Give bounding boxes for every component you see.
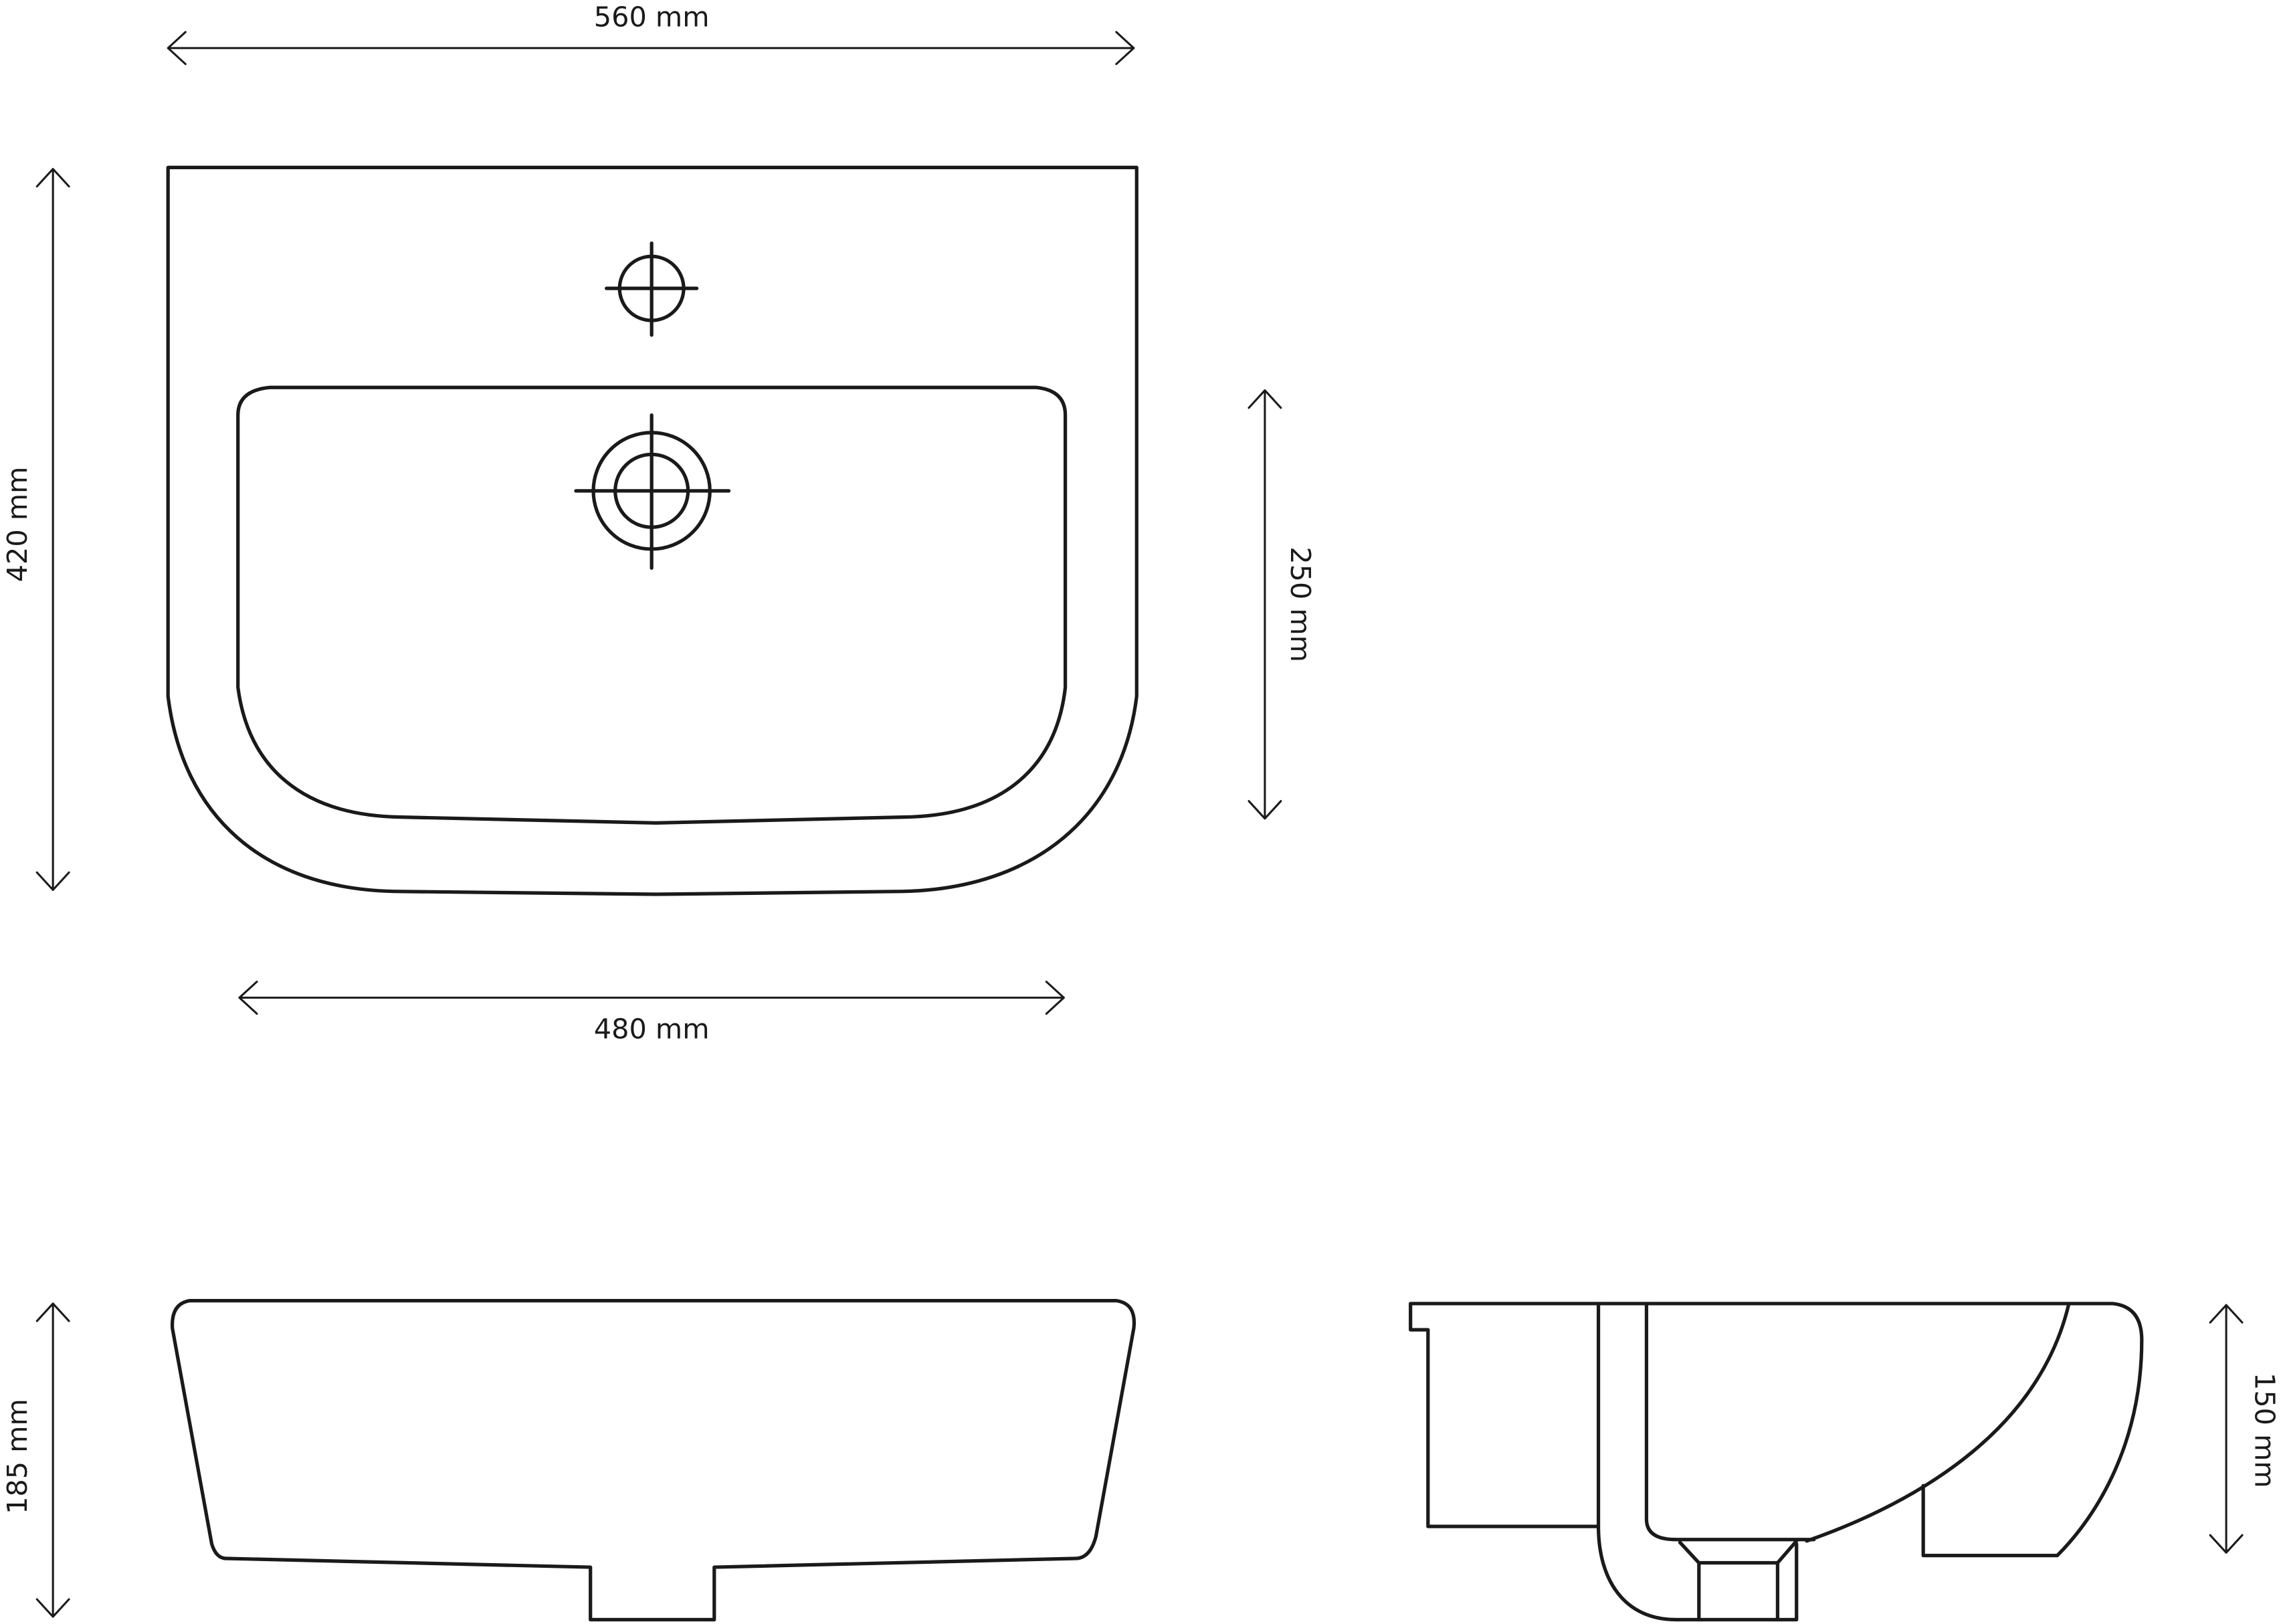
tap-hole-icon bbox=[605, 241, 699, 337]
drain-icon bbox=[574, 413, 731, 570]
dimension-bowl-width: 480 mm bbox=[238, 981, 1065, 1045]
dimension-label: 420 mm bbox=[1, 467, 33, 583]
side-bowl-curve bbox=[1805, 1302, 2071, 1543]
dimension-side-height: 150 mm bbox=[2209, 1304, 2281, 1554]
dimension-depth: 420 mm bbox=[1, 168, 70, 892]
side-view bbox=[1409, 1302, 2144, 1622]
front-outline bbox=[171, 1298, 1136, 1622]
basin-bowl-outline bbox=[236, 385, 1068, 825]
dimension-label: 480 mm bbox=[594, 1013, 710, 1045]
dimension-top-width: 560 mm bbox=[167, 1, 1135, 66]
dimension-label: 185 mm bbox=[1, 1399, 33, 1514]
front-view bbox=[171, 1298, 1136, 1622]
dimension-label: 560 mm bbox=[594, 1, 710, 33]
dimension-label: 250 mm bbox=[1284, 546, 1316, 662]
dimension-label: 150 mm bbox=[2249, 1373, 2281, 1488]
side-pipe-outer bbox=[1596, 1302, 1799, 1622]
dimension-bowl-depth: 250 mm bbox=[1248, 389, 1316, 820]
dimension-front-height: 185 mm bbox=[1, 1302, 70, 1618]
basin-outer-outline bbox=[166, 165, 1138, 896]
side-waste-fitting bbox=[1678, 1539, 1799, 1622]
top-view bbox=[166, 165, 1138, 896]
side-outline bbox=[1409, 1302, 2144, 1558]
side-pipe-inner bbox=[1644, 1302, 1816, 1542]
